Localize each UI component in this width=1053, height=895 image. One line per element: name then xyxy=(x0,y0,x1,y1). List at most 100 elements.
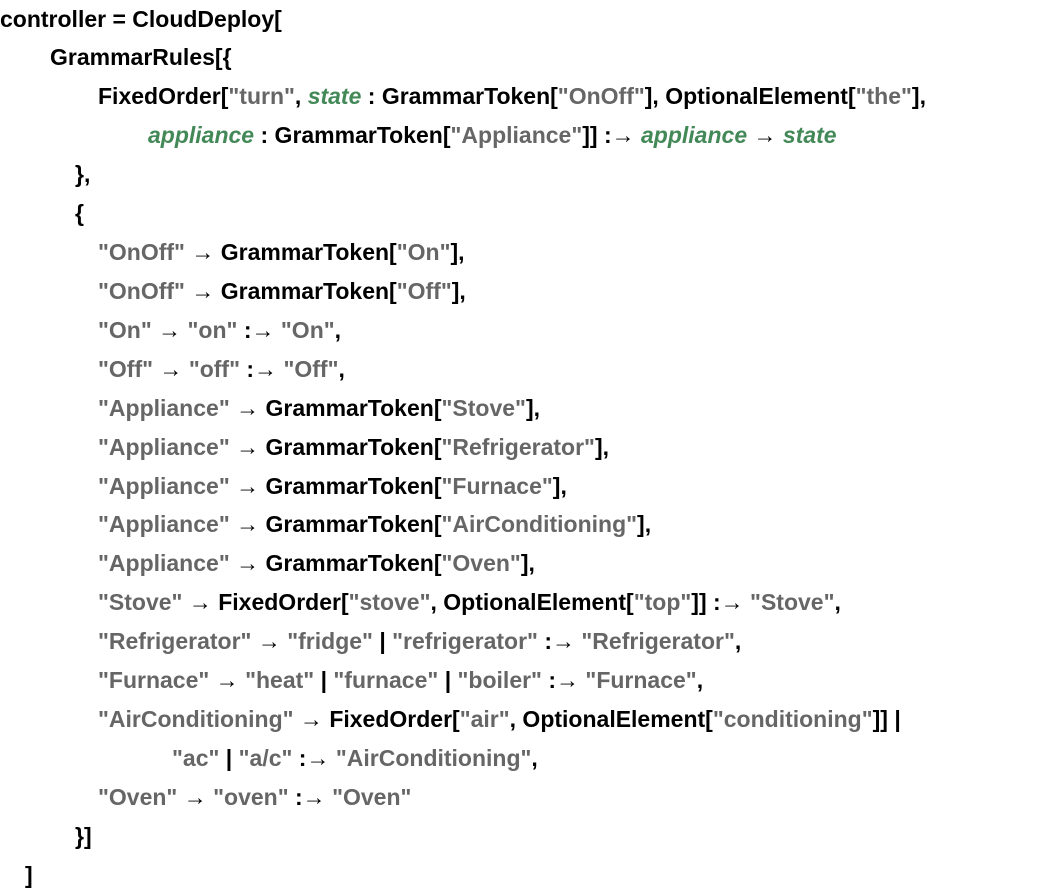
code-token: ], xyxy=(451,278,466,304)
string-literal: "On" xyxy=(396,239,451,265)
string-literal: "OnOff" xyxy=(557,83,645,109)
code-token: ] xyxy=(25,862,33,888)
string-literal: "Off" xyxy=(98,356,154,382)
code-token: → xyxy=(177,784,214,810)
code-token: :→ xyxy=(288,784,333,810)
code-line: "Furnace" → "heat" | "furnace" | "boiler… xyxy=(98,661,703,700)
code-token: : GrammarToken[ xyxy=(254,122,451,148)
string-literal: "off" xyxy=(188,356,240,382)
code-token: : GrammarToken[ xyxy=(361,83,558,109)
code-line: "Appliance" → GrammarToken["Refrigerator… xyxy=(98,428,609,467)
code-token: , xyxy=(531,745,538,771)
string-literal: "refrigerator" xyxy=(392,628,538,654)
code-token: , xyxy=(734,628,742,654)
code-token: → GrammarToken[ xyxy=(229,511,442,537)
string-literal: "the" xyxy=(855,83,912,109)
code-token: :→ xyxy=(292,745,336,771)
code-line: ] xyxy=(25,856,33,895)
code-line: "Stove" → FixedOrder["stove", OptionalEl… xyxy=(98,583,841,622)
code-line: "Appliance" → GrammarToken["Stove"], xyxy=(98,389,540,428)
code-line: "Appliance" → GrammarToken["Furnace"], xyxy=(98,467,567,506)
pattern-variable: state xyxy=(782,122,837,148)
string-literal: "Refrigerator" xyxy=(441,434,595,460)
code-token: → xyxy=(151,317,188,343)
code-token: → xyxy=(153,356,189,382)
string-literal: "Appliance" xyxy=(98,395,230,421)
code-line: "Appliance" → GrammarToken["Oven"], xyxy=(98,544,535,583)
string-literal: "Furnace" xyxy=(585,667,697,693)
pattern-variable: state xyxy=(307,83,362,109)
string-literal: "turn" xyxy=(228,83,295,109)
code-token: , xyxy=(696,667,704,693)
pattern-variable: appliance xyxy=(148,122,255,148)
pattern-variable: appliance xyxy=(641,122,748,148)
code-token: { xyxy=(75,200,84,226)
code-token: → FixedOrder[ xyxy=(293,706,460,732)
code-token: , xyxy=(338,356,345,382)
code-token: ], xyxy=(552,473,567,499)
code-token: → GrammarToken[ xyxy=(184,239,397,265)
code-line: "Off" → "off" :→ "Off", xyxy=(98,350,345,389)
string-literal: "Off" xyxy=(283,356,339,382)
code-token: → xyxy=(747,122,783,148)
code-token: | xyxy=(219,745,239,771)
code-token: | xyxy=(438,667,458,693)
code-token: ]] | xyxy=(872,706,901,732)
code-token: , xyxy=(834,589,841,615)
code-token: }, xyxy=(75,161,91,187)
code-token: → FixedOrder[ xyxy=(182,589,349,615)
code-token: → xyxy=(251,628,288,654)
code-token: → xyxy=(209,667,246,693)
code-line: }, xyxy=(75,155,90,194)
string-literal: "AirConditioning" xyxy=(335,745,532,771)
string-literal: "Appliance" xyxy=(98,473,230,499)
string-literal: "ac" xyxy=(172,745,220,771)
code-line: }] xyxy=(75,817,92,856)
string-literal: "Appliance" xyxy=(450,122,583,148)
string-literal: "furnace" xyxy=(333,667,439,693)
string-literal: "boiler" xyxy=(457,667,542,693)
code-token: }] xyxy=(75,823,92,849)
code-token: ], xyxy=(594,434,609,460)
string-literal: "oven" xyxy=(213,784,289,810)
string-literal: "Furnace" xyxy=(98,667,210,693)
code-line: "Appliance" → GrammarToken["AirCondition… xyxy=(98,505,651,544)
string-literal: "conditioning" xyxy=(712,706,873,732)
code-line: { xyxy=(75,194,84,233)
code-line: "Oven" → "oven" :→ "Oven" xyxy=(98,778,411,817)
string-literal: "OnOff" xyxy=(98,239,185,265)
string-literal: "a/c" xyxy=(238,745,293,771)
code-token: ], xyxy=(520,550,535,576)
string-literal: "fridge" xyxy=(287,628,373,654)
string-literal: "top" xyxy=(633,589,692,615)
code-token: → GrammarToken[ xyxy=(229,473,442,499)
string-literal: "air" xyxy=(459,706,510,732)
code-line: "ac" | "a/c" :→ "AirConditioning", xyxy=(172,739,538,778)
code-line: GrammarRules[{ xyxy=(50,38,232,77)
string-literal: "stove" xyxy=(348,589,431,615)
string-literal: "OnOff" xyxy=(98,278,185,304)
code-line: "OnOff" → GrammarToken["Off"], xyxy=(98,272,466,311)
string-literal: "Furnace" xyxy=(441,473,553,499)
code-token: → GrammarToken[ xyxy=(229,434,442,460)
string-literal: "Appliance" xyxy=(98,511,230,537)
code-token: controller = CloudDeploy[ xyxy=(0,6,282,32)
code-token: → GrammarToken[ xyxy=(229,395,442,421)
string-literal: "On" xyxy=(280,317,335,343)
code-token: → GrammarToken[ xyxy=(184,278,397,304)
code-token: FixedOrder[ xyxy=(98,83,229,109)
code-token: :→ xyxy=(240,356,284,382)
string-literal: "Appliance" xyxy=(98,550,230,576)
code-token: :→ xyxy=(237,317,281,343)
code-token: ], OptionalElement[ xyxy=(644,83,856,109)
string-literal: "AirConditioning" xyxy=(441,511,638,537)
string-literal: "Oven" xyxy=(98,784,178,810)
string-literal: "Oven" xyxy=(441,550,521,576)
string-literal: "heat" xyxy=(245,667,315,693)
code-line: appliance : GrammarToken["Appliance"]] :… xyxy=(148,116,837,155)
string-literal: "On" xyxy=(98,317,152,343)
code-token: , xyxy=(334,317,342,343)
code-line: "Refrigerator" → "fridge" | "refrigerato… xyxy=(98,622,741,661)
code-token: ], xyxy=(525,395,540,421)
